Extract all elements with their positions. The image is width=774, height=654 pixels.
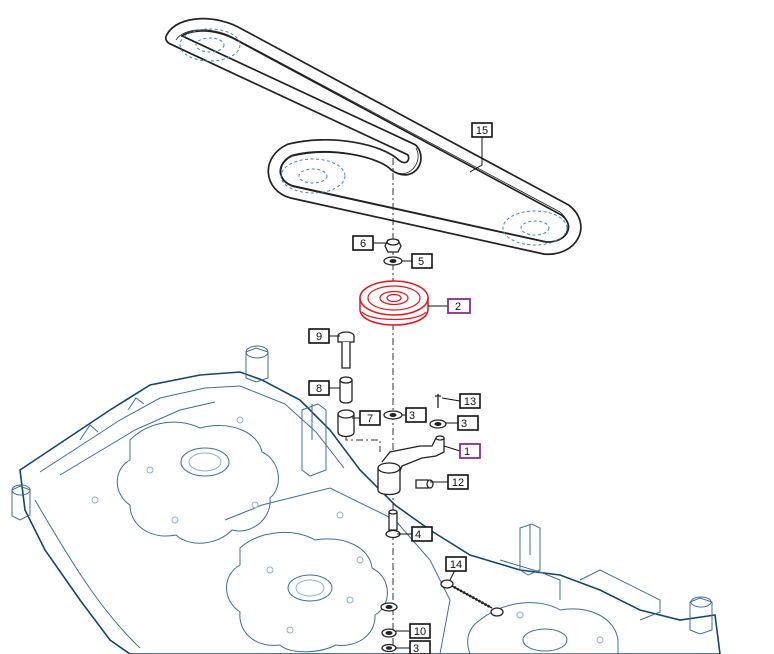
callout-number: 9 [316,331,322,343]
spindle-mount-hole [380,602,398,612]
callout-9: 9 [308,328,330,344]
callout-number: 10 [414,626,426,638]
callout-8: 8 [308,380,330,396]
callout-5: 5 [411,253,433,269]
callout-number: 2 [455,301,461,313]
callout-number: 3 [413,643,419,654]
callout-7: 7 [359,410,381,426]
part-3-washer-upper [383,410,403,420]
callout-number: 15 [476,125,488,137]
callout-number: 12 [452,477,464,489]
part-5-washer [383,256,403,266]
callout-3a: 3 [405,407,427,423]
callout-number: 4 [415,529,421,541]
part-9-bolt [337,331,355,369]
part-2-idler-pulley [359,280,429,326]
callout-12: 12 [447,474,469,490]
callout-number: 6 [360,238,366,250]
callout-6: 6 [352,235,374,251]
part-12-grease-fitting [415,479,434,489]
mower-deck [11,345,721,654]
part-3-washer-right [429,419,447,429]
callout-number: 13 [464,396,476,408]
callout-2: 2 [447,298,471,314]
callout-14: 14 [445,556,467,572]
part-14-spring [440,579,504,617]
callout-15: 15 [471,122,493,138]
part-3-washer-lower [381,643,397,653]
callout-3c: 3 [409,640,431,654]
mower-belt [165,17,582,256]
callout-10: 10 [409,623,431,639]
part-6-nut [384,238,402,253]
callout-number: 7 [367,413,373,425]
part-4-shoulder-bolt [385,509,401,539]
part-10-nut [381,628,397,638]
callout-13: 13 [459,393,481,409]
callout-4: 4 [411,526,433,542]
part-13-pin [435,394,441,408]
callout-number: 3 [409,410,415,422]
callout-3b: 3 [457,415,479,431]
callout-number: 1 [464,446,470,458]
callout-number: 3 [461,418,467,430]
part-8-spacer [339,376,353,404]
part-7-bushing [337,409,355,438]
callout-1: 1 [459,443,481,459]
callout-number: 14 [450,559,462,571]
part-1-idler-arm [377,435,445,496]
callout-number: 5 [418,256,424,268]
callout-number: 8 [316,383,322,395]
callout-leaders [328,137,483,649]
